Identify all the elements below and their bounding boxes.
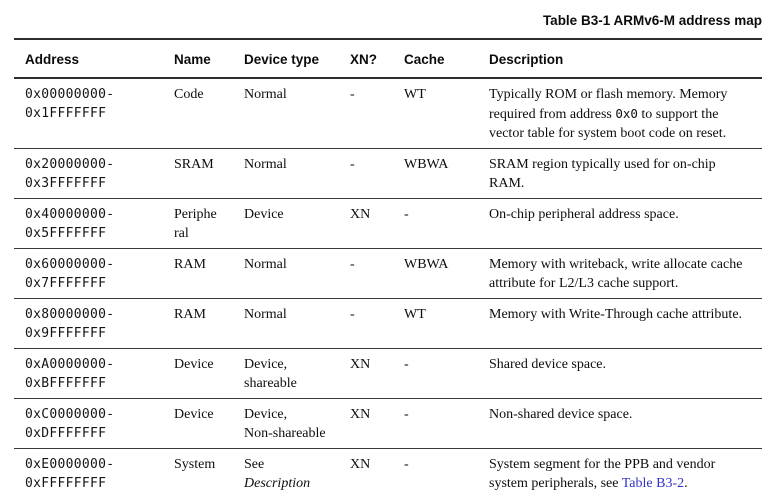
cell-name: Device (174, 357, 214, 372)
text-segment: Normal (244, 87, 287, 102)
cell-xn: - (350, 157, 355, 172)
cell-device-type: Normal (244, 249, 350, 299)
cell-xn: XN (350, 407, 371, 422)
cell-device-type: Device, shareable (244, 349, 350, 399)
table-caption: Table B3-1 ARMv6-M address map (542, 13, 762, 28)
cell-device-type: Normal (244, 149, 350, 199)
text-segment: Memory with writeback, write allocate ca… (489, 257, 743, 291)
col-header-description: Description (489, 52, 564, 67)
cell-xn: XN (350, 457, 371, 472)
cell-address: 0xC0000000- 0xDFFFFFFF (25, 407, 115, 441)
cell-name: SRAM (174, 157, 214, 172)
cell-cache: - (404, 407, 409, 422)
cell-xn: - (350, 257, 355, 272)
text-segment: On-chip peripheral address space. (489, 207, 679, 222)
text-segment: Normal (244, 257, 287, 272)
cell-cache: WBWA (404, 257, 449, 272)
cell-device-type: See Description (244, 449, 350, 497)
text-segment: SRAM region typically used for on-chip R… (489, 157, 716, 191)
text-segment: System segment for the PPB and vendor sy… (489, 457, 716, 491)
col-header-xn: XN? (350, 52, 377, 67)
cell-description: Typically ROM or flash memory. Memory re… (489, 78, 762, 149)
address-map-table: Address Name Device type XN? Cache Descr… (14, 38, 762, 497)
italic-text-segment: Description (244, 476, 311, 491)
text-segment: Typically ROM or flash memory. Memory re… (489, 87, 728, 122)
cell-address: 0xE0000000- 0xFFFFFFFF (25, 457, 115, 491)
cell-address: 0x20000000- 0x3FFFFFFF (25, 157, 115, 191)
text-segment: Non-shared device space. (489, 407, 633, 422)
text-segment: Normal (244, 157, 287, 172)
text-segment: Normal (244, 307, 287, 322)
cell-cache: - (404, 207, 409, 222)
table-row: 0xA0000000- 0xBFFFFFFF Device Device, shar… (14, 348, 762, 399)
table-row: 0x00000000- 0x1FFFFFFF Code Normal - WT Typic… (14, 78, 762, 149)
cell-xn: XN (350, 357, 371, 372)
table-row: 0x60000000- 0x7FFFFFFF RAM Normal - WBWA Memo… (14, 248, 762, 299)
cross-reference-link[interactable]: Table B3-2 (621, 476, 685, 491)
cell-address: 0x00000000- 0x1FFFFFFF (25, 87, 115, 121)
cell-name: RAM (174, 257, 206, 272)
cell-device-type: Normal (244, 299, 350, 349)
text-segment: Shared device space. (489, 357, 606, 372)
table-row: 0x40000000- 0x5FFFFFFF Periphe ral Device X… (14, 198, 762, 249)
inline-code: 0x0 (615, 106, 638, 121)
cell-name: RAM (174, 307, 206, 322)
cell-description: Shared device space. (489, 349, 762, 399)
cell-xn: XN (350, 207, 371, 222)
text-segment: Device, Non-shareable (244, 407, 326, 441)
table-row: 0xC0000000- 0xDFFFFFFF Device Device, Non-… (14, 398, 762, 449)
col-header-cache: Cache (404, 52, 445, 67)
cell-cache: WBWA (404, 157, 449, 172)
table-row: 0xE0000000- 0xFFFFFFFF System See Descript… (14, 448, 762, 497)
cell-device-type: Device (244, 199, 350, 249)
col-header-name: Name (174, 52, 211, 67)
cell-cache: - (404, 357, 409, 372)
text-segment: Device, shareable (244, 357, 297, 391)
cell-device-type: Normal (244, 78, 350, 149)
cell-cache: WT (404, 307, 426, 322)
cell-description: Memory with writeback, write allocate ca… (489, 249, 762, 299)
cell-name: System (174, 457, 216, 472)
text-segment: . (684, 476, 688, 491)
cell-address: 0x80000000- 0x9FFFFFFF (25, 307, 115, 341)
document-page: Table B3-1 ARMv6-M address map Address N… (14, 0, 762, 497)
cell-address: 0x60000000- 0x7FFFFFFF (25, 257, 115, 291)
cell-description: SRAM region typically used for on-chip R… (489, 149, 762, 199)
cell-name: Periphe ral (174, 207, 217, 241)
col-header-address: Address (25, 52, 80, 67)
cell-description: On-chip peripheral address space. (489, 199, 762, 249)
cell-description: Memory with Write-Through cache attribut… (489, 299, 762, 349)
text-segment: Memory with Write-Through cache attribut… (489, 307, 743, 322)
text-segment: to support the vector table for system b… (489, 107, 727, 141)
table-header-row: Address Name Device type XN? Cache Descr… (14, 39, 762, 78)
table-row: 0x20000000- 0x3FFFFFFF SRAM Normal - WBWA SRA… (14, 148, 762, 199)
text-segment: See (244, 457, 265, 472)
table-row: 0x80000000- 0x9FFFFFFF RAM Normal - WT Memory… (14, 298, 762, 349)
cell-address: 0x40000000- 0x5FFFFFFF (25, 207, 115, 241)
cell-description: Non-shared device space. (489, 399, 762, 449)
cell-cache: - (404, 457, 409, 472)
cell-description: System segment for the PPB and vendor sy… (489, 449, 762, 497)
cell-address: 0xA0000000- 0xBFFFFFFF (25, 357, 115, 391)
cell-cache: WT (404, 87, 426, 102)
col-header-device-type: Device type (244, 52, 320, 67)
cell-xn: - (350, 87, 355, 102)
cell-xn: - (350, 307, 355, 322)
cell-name: Code (174, 87, 204, 102)
cell-name: Device (174, 407, 214, 422)
cell-device-type: Device, Non-shareable (244, 399, 350, 449)
text-segment: Device (244, 207, 284, 222)
